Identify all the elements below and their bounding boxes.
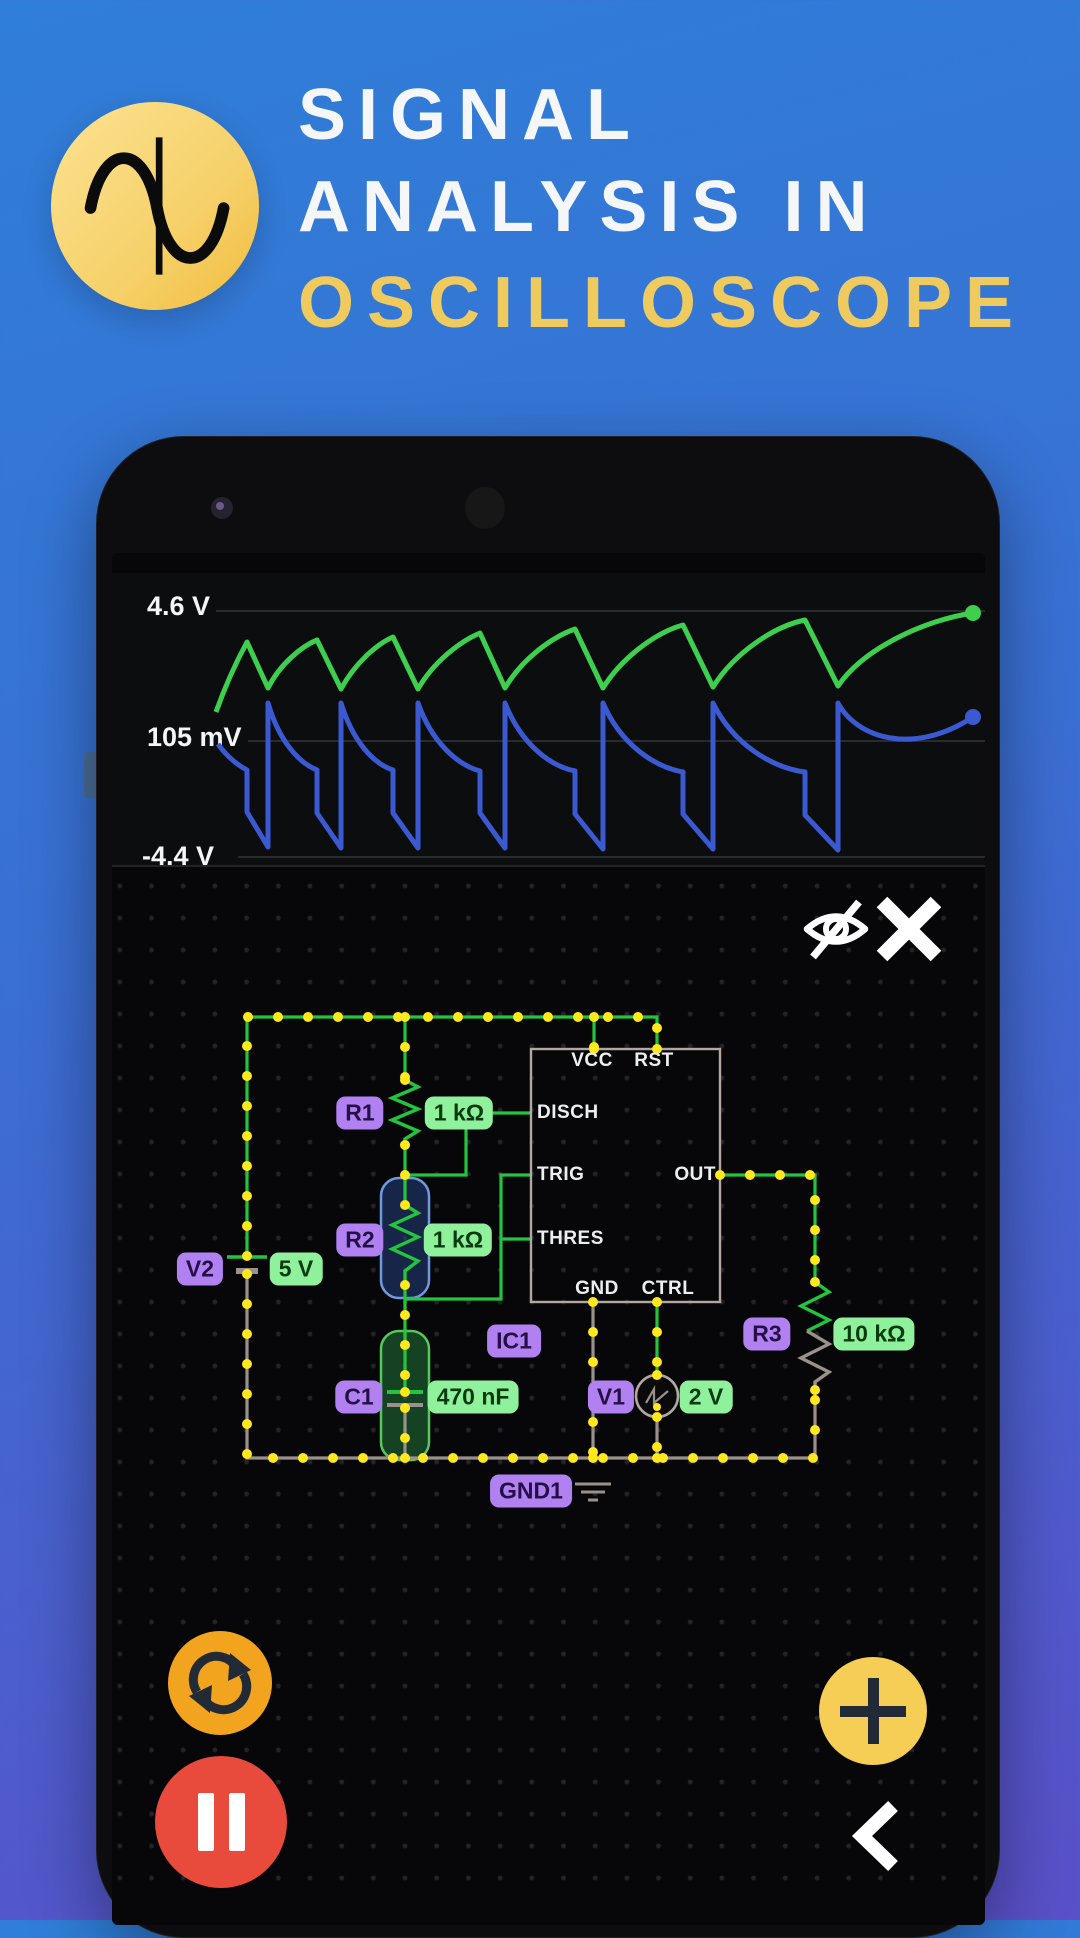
back-button[interactable] <box>840 1792 916 1880</box>
restart-icon <box>188 1651 252 1715</box>
restart-simulation-button[interactable] <box>168 1631 272 1735</box>
badge-ref-ic1[interactable]: IC1 <box>487 1324 541 1358</box>
back-chevron-icon <box>851 1800 898 1872</box>
close-icon <box>876 896 942 962</box>
ic-pin-label-disch: DISCH <box>537 1102 599 1123</box>
badge-ref-r1[interactable]: R1 <box>336 1096 384 1130</box>
badge-ref-gnd1[interactable]: GND1 <box>490 1474 572 1508</box>
title-line-3: OSCILLOSCOPE <box>298 263 1027 343</box>
badge-value-470-nf[interactable]: 470 nF <box>427 1380 519 1414</box>
ic-pin-label-thres: THRES <box>537 1228 604 1249</box>
scope-label-top: 4.6 V <box>147 591 211 621</box>
badge-value-1-kω[interactable]: 1 kΩ <box>423 1223 493 1257</box>
oscilloscope-panel[interactable]: 4.6 V 105 mV -4.4 V <box>112 573 985 871</box>
title-line-1: SIGNAL <box>298 75 643 155</box>
app-logo <box>51 102 259 310</box>
badge-ref-v1[interactable]: V1 <box>587 1380 635 1414</box>
close-scope-button[interactable] <box>876 894 942 964</box>
hide-scope-button[interactable] <box>800 895 872 963</box>
badge-value-5-v[interactable]: 5 V <box>269 1252 323 1286</box>
ic-pin-label-trig: TRIG <box>537 1164 585 1185</box>
gridline-bottom <box>238 856 985 858</box>
ic-pin-label-ctrl: CTRL <box>641 1278 695 1299</box>
speaker-icon <box>465 487 505 529</box>
ic-pin-label-out: OUT <box>674 1164 716 1185</box>
camera-glint <box>216 502 224 510</box>
ic-pin-label-rst: RST <box>634 1050 674 1071</box>
badge-ref-v2[interactable]: V2 <box>176 1252 224 1286</box>
ic-pin-label-gnd: GND <box>575 1278 619 1299</box>
badge-value-10-kω[interactable]: 10 kΩ <box>833 1317 915 1351</box>
pause-icon <box>197 1793 214 1851</box>
badge-value-1-kω[interactable]: 1 kΩ <box>424 1096 494 1130</box>
ic-pin-label-vcc: VCC <box>571 1050 613 1071</box>
badge-ref-r2[interactable]: R2 <box>336 1223 384 1257</box>
pause-simulation-button[interactable] <box>155 1756 287 1888</box>
gridline-mid <box>248 740 985 742</box>
badge-ref-r3[interactable]: R3 <box>743 1317 791 1351</box>
scope-label-mid: 105 mV <box>147 722 242 752</box>
sine-wave-icon <box>84 137 230 275</box>
eye-off-icon <box>803 899 869 960</box>
gridline-top <box>216 610 985 612</box>
badge-value-2-v[interactable]: 2 V <box>679 1380 733 1414</box>
title-line-2: ANALYSIS IN <box>298 167 880 247</box>
add-component-button[interactable] <box>819 1657 927 1765</box>
pause-icon <box>228 1793 245 1851</box>
plus-icon <box>867 1678 879 1744</box>
badge-ref-c1[interactable]: C1 <box>335 1380 383 1414</box>
